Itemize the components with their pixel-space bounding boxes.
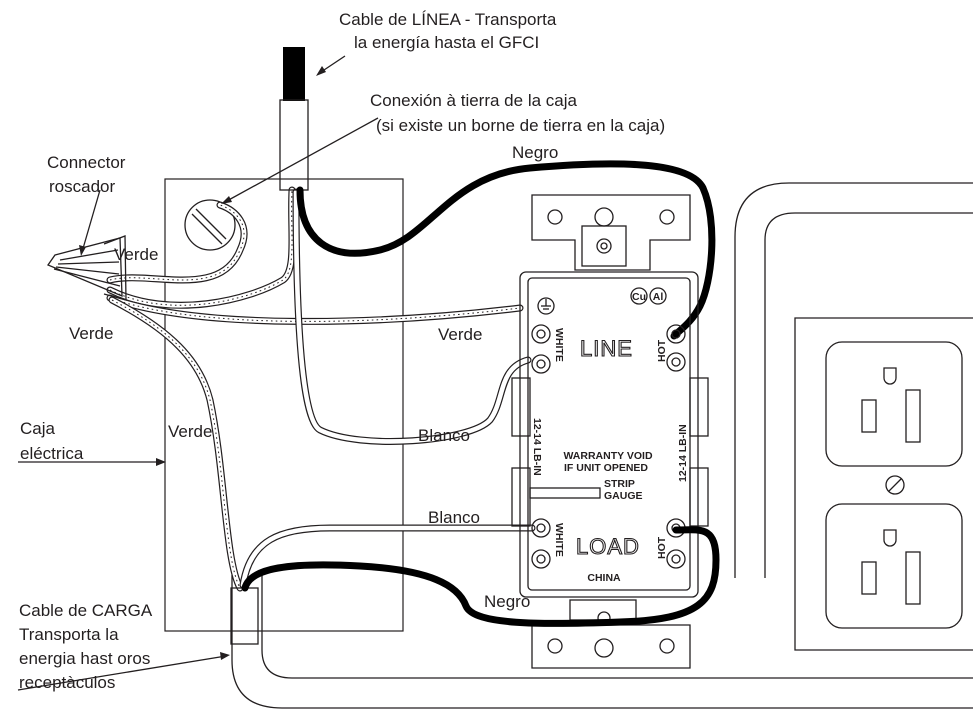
blanco-label-1: Blanco (418, 426, 470, 445)
ground-screw (184, 199, 236, 251)
gfci-al-badge: Al (653, 291, 664, 303)
conduit-outline (231, 182, 973, 709)
gfci-country: CHINA (587, 572, 621, 584)
load-cable-label-2: Transporta la (19, 625, 119, 644)
gfci-hot-top: HOT (656, 339, 668, 362)
connector-label-2: roscador (49, 177, 115, 196)
line-cable-label-2: la energía hasta el GFCI (354, 33, 539, 52)
line-cable (279, 47, 309, 191)
gfci-strip-label: STRIP (604, 478, 635, 490)
black-line-wire (296, 160, 716, 340)
caja-label-2: eléctrica (20, 444, 84, 463)
gfci-line-label: LINE (580, 336, 633, 361)
gfci-warranty-line2: IF UNIT OPENED (564, 462, 648, 474)
load-cable-label-1: Cable de CARGA (19, 601, 153, 620)
gfci-hot-bottom: HOT (656, 536, 668, 559)
white-load-wire (239, 524, 536, 589)
blanco-label-2: Blanco (428, 508, 480, 527)
gfci-cu-badge: Cu (632, 291, 646, 303)
gfci-receptacle (511, 194, 709, 669)
verde-label-1: Verde (114, 245, 158, 264)
verde-label-2: Verde (69, 324, 113, 343)
gfci-gauge-label: GAUGE (604, 490, 643, 502)
gfci-warranty-line1: WARRANTY VOID (563, 450, 652, 462)
gfci-load-label: LOAD (576, 534, 640, 559)
gfci-torque-right: 12-14 LB-IN (677, 424, 689, 482)
gfci-white-top: WHITE (553, 328, 565, 362)
caja-label-1: Caja (20, 419, 56, 438)
duplex-receptacle (794, 317, 973, 651)
leader-lines (17, 55, 379, 691)
verde-label-3: Verde (438, 325, 482, 344)
negro-bottom-label: Negro (484, 592, 530, 611)
load-cable-label-4: receptàculos (19, 673, 115, 692)
connector-label-1: Connector (47, 153, 126, 172)
electrical-box (164, 178, 404, 632)
gfci-torque-left: 12-14 LB-IN (531, 418, 543, 476)
gfci-white-bottom: WHITE (553, 523, 565, 557)
ground-label-1: Conexión à tierra de la caja (370, 91, 578, 110)
wire-connector (47, 235, 127, 301)
line-cable-label-1: Cable de LÍNEA - Transporta (339, 10, 557, 29)
negro-top-label: Negro (512, 143, 558, 162)
load-cable-label-3: energia hast oros (19, 649, 150, 668)
black-load-wire (241, 526, 720, 627)
white-line-wire (292, 188, 532, 445)
load-cable (230, 587, 259, 645)
ground-label-2: (si existe un borne de tierra en la caja… (376, 116, 665, 135)
verde-label-4: Verde (168, 422, 212, 441)
